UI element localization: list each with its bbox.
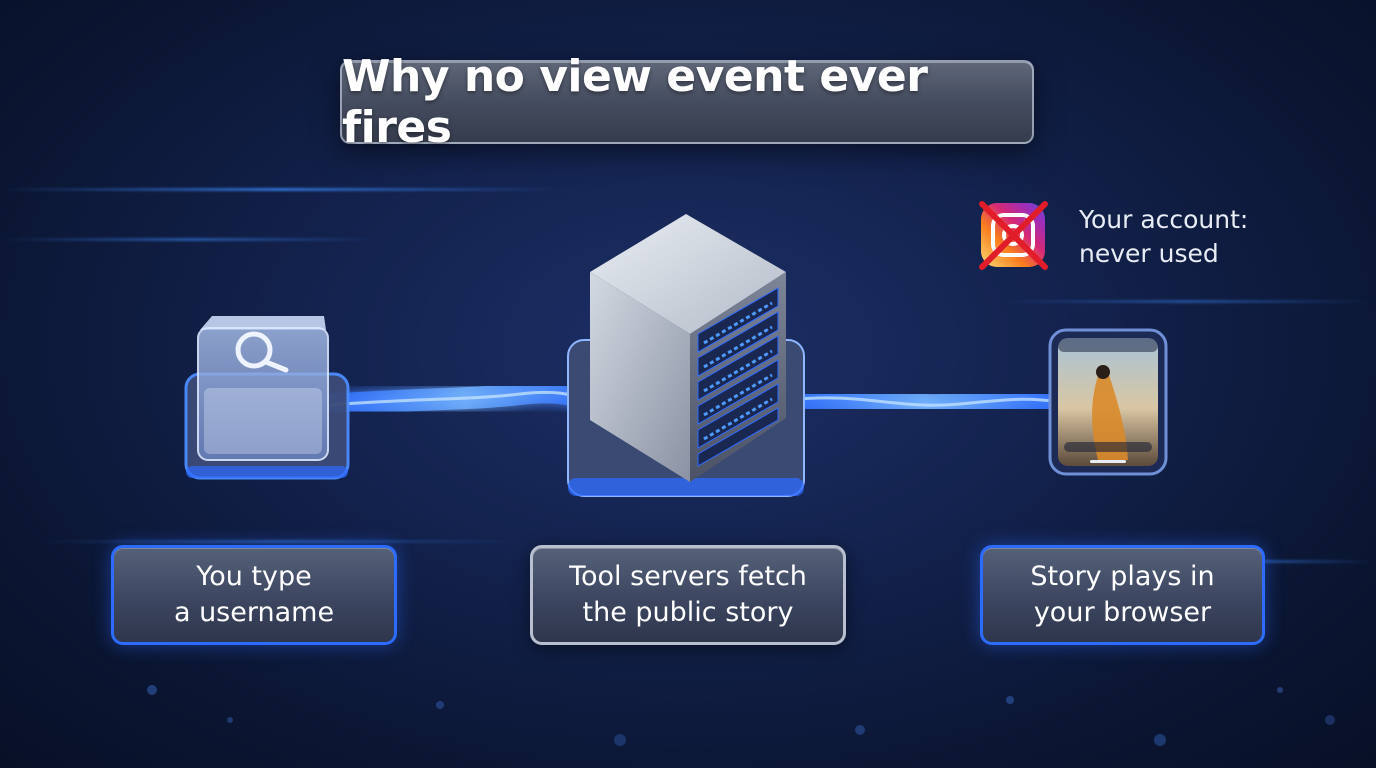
title-banner: Why no view event ever fires — [340, 51, 1034, 153]
page-title: Why no view event ever fires — [342, 51, 928, 153]
step-label-line2: the public story — [582, 597, 794, 628]
server-node — [567, 214, 805, 497]
flow-connector-left — [319, 381, 611, 416]
server-icon — [590, 214, 786, 482]
search-node — [184, 316, 350, 480]
instagram-icon-crossed — [979, 201, 1048, 270]
phone-icon — [1048, 328, 1168, 476]
step-label-line1: You type — [196, 561, 312, 592]
account-note-line2: never used — [1079, 239, 1219, 268]
server-rack-lights — [697, 287, 779, 467]
step-label-line1: Story plays in — [1030, 561, 1215, 592]
step-label-line1: Tool servers fetch — [569, 561, 807, 592]
step-label-server-fetch: Tool servers fetch the public story — [530, 545, 846, 645]
light-streak — [0, 238, 380, 241]
step-label-story-plays: Story plays in your browser — [980, 545, 1265, 645]
step-label-type-username: You type a username — [111, 545, 397, 645]
account-note: Your account: never used — [1079, 203, 1248, 271]
step-label-line2: a username — [173, 597, 335, 628]
light-streak — [1000, 300, 1376, 303]
account-note-line1: Your account: — [1079, 205, 1249, 234]
light-streak — [40, 540, 520, 543]
flow-connector-right — [779, 386, 1073, 417]
bokeh-particles — [147, 685, 1335, 746]
light-streak — [0, 188, 560, 191]
step-label-line2: your browser — [1033, 597, 1212, 628]
search-icon — [235, 331, 289, 373]
